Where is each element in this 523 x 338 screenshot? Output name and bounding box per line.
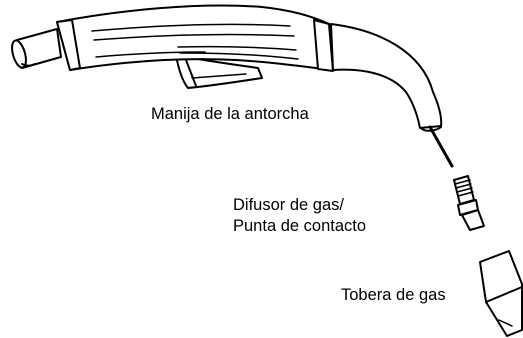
torch-handle-body xyxy=(56,4,334,72)
cable-inlet-tube xyxy=(11,28,62,69)
torch-handle-label: Manija de la antorcha xyxy=(151,105,309,123)
gas-diffuser-label-line2: Punta de contacto xyxy=(233,217,367,235)
gas-diffuser-label-line1: Difusor de gas/ xyxy=(233,196,344,214)
gas-diffuser-label: Difusor de gas/ Punta de contacto xyxy=(233,195,366,237)
torch-trigger xyxy=(175,54,263,89)
contact-tip-wire xyxy=(428,125,454,168)
torch-gooseneck xyxy=(330,23,443,132)
gas-diffuser-part xyxy=(453,175,485,231)
gas-nozzle-part xyxy=(479,250,523,337)
gas-nozzle-label: Tobera de gas xyxy=(341,286,446,304)
